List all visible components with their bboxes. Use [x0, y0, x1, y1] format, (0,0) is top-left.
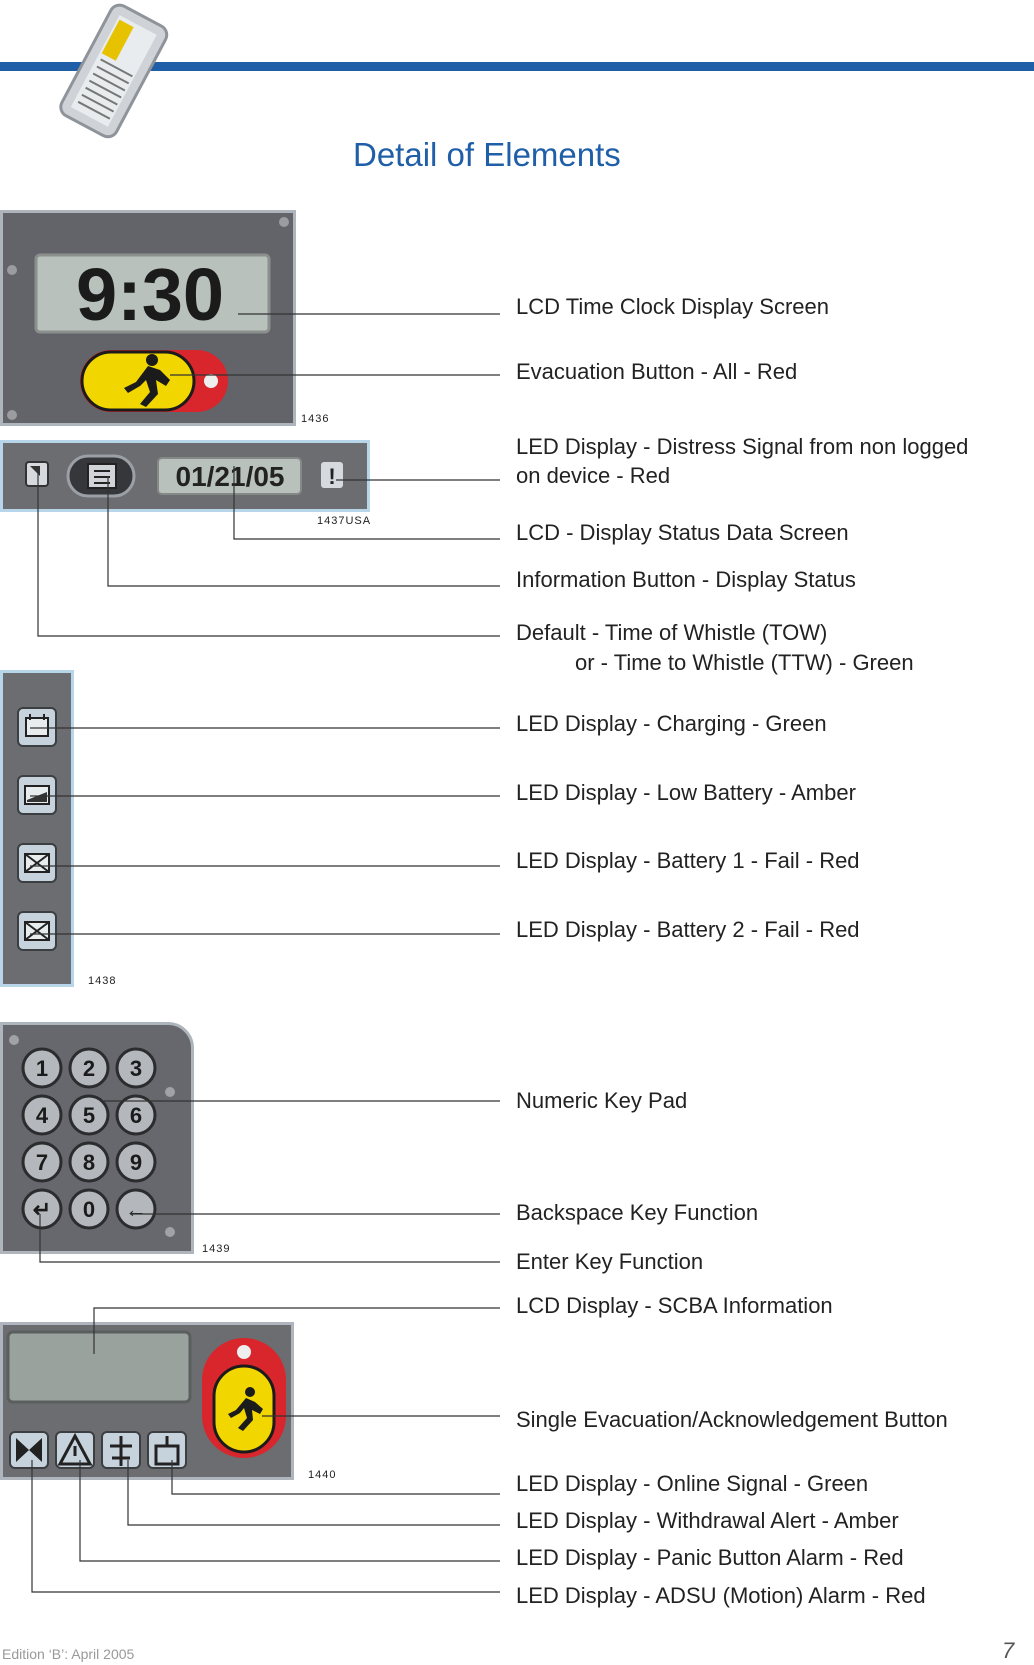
charging-led-icon	[17, 707, 57, 747]
label-information-button: Information Button - Display Status	[516, 567, 856, 592]
label-led-low-battery: LED Display - Low Battery - Amber	[516, 780, 856, 805]
keypad-key[interactable]: ←	[115, 1188, 157, 1230]
page-title: Detail of Elements	[353, 136, 621, 173]
battery1-fail-led-icon	[17, 843, 57, 883]
device-logo-icon	[59, 3, 169, 139]
label-numeric-key-pad: Numeric Key Pad	[516, 1088, 688, 1113]
keypad-key-label: 5	[83, 1103, 95, 1128]
label-lcd-status-data: LCD - Display Status Data Screen	[516, 520, 849, 545]
panic-led-icon	[55, 1431, 95, 1469]
clock-panel-art: 9:30	[7, 217, 289, 420]
keypad-key[interactable]: 5	[68, 1094, 110, 1136]
battery-panel-art	[17, 707, 57, 951]
keypad-key-label: 9	[130, 1150, 142, 1175]
label-led-online: LED Display - Online Signal - Green	[516, 1471, 869, 1496]
label-led-adsu: LED Display - ADSU (Motion) Alarm - Red	[516, 1583, 926, 1608]
label-lcd-scba: LCD Display - SCBA Information	[516, 1293, 833, 1318]
battery2-fail-led-icon	[17, 911, 57, 951]
keypad-key-label: ↵	[33, 1197, 51, 1222]
status-date: 01/21/05	[176, 461, 285, 492]
label-led-panic: LED Display - Panic Button Alarm - Red	[516, 1545, 904, 1570]
label-evacuation-button: Evacuation Button - All - Red	[516, 359, 798, 384]
keypad-key-label: 8	[83, 1150, 95, 1175]
keypad-art: 1 2 3 4 5 6 7 8 9 ↵ 0 ←	[9, 1035, 175, 1237]
keypad-key-label: 4	[36, 1103, 49, 1128]
keypad-key[interactable]: 8	[68, 1141, 110, 1183]
label-led-distress-1: LED Display - Distress Signal from non l…	[516, 434, 969, 459]
keypad-key[interactable]: 9	[115, 1141, 157, 1183]
adsu-led-icon	[9, 1431, 49, 1469]
figure-number-1438: 1438	[88, 975, 117, 987]
figure-number-1440: 1440	[308, 1469, 337, 1481]
figure-number-1437: 1437USA	[317, 515, 372, 527]
label-lcd-time-clock: LCD Time Clock Display Screen	[516, 294, 829, 319]
keypad-key[interactable]: 3	[115, 1047, 157, 1089]
keypad-key[interactable]: 4	[21, 1094, 63, 1136]
label-single-evac-button: Single Evacuation/Acknowledgement Button	[516, 1407, 948, 1432]
online-led-icon	[147, 1431, 187, 1469]
keypad-key-label: ←	[125, 1197, 147, 1222]
alert-icon: !	[328, 464, 335, 489]
label-led-charging: LED Display - Charging - Green	[516, 711, 827, 736]
keypad-key-label: 1	[36, 1056, 48, 1081]
keypad-key-label: 2	[83, 1056, 95, 1081]
low-battery-led-icon	[17, 775, 57, 815]
keypad-key-label: 3	[130, 1056, 142, 1081]
keypad-key[interactable]: 2	[68, 1047, 110, 1089]
label-led-battery2-fail: LED Display - Battery 2 - Fail - Red	[516, 917, 860, 942]
single-runner-icon	[228, 1387, 263, 1431]
keypad-key[interactable]: 1	[21, 1047, 63, 1089]
runner-icon	[124, 354, 170, 407]
label-led-withdrawal: LED Display - Withdrawal Alert - Amber	[516, 1508, 899, 1533]
label-default-tow: Default - Time of Whistle (TOW)	[516, 620, 828, 645]
keypad-key[interactable]: 0	[68, 1188, 110, 1230]
keypad-key[interactable]: 6	[115, 1094, 157, 1136]
withdrawal-led-icon	[101, 1431, 141, 1469]
page-number: 7	[1002, 1638, 1015, 1663]
status-panel-art: 01/21/05 !	[25, 454, 343, 498]
label-led-distress-2: on device - Red	[516, 463, 671, 488]
keypad-key-label: 7	[36, 1150, 48, 1175]
keypad-key-label: 6	[130, 1103, 142, 1128]
keypad-key[interactable]: ↵	[21, 1188, 63, 1230]
label-backspace-key: Backspace Key Function	[516, 1200, 759, 1225]
keypad-key-label: 0	[83, 1197, 95, 1222]
clock-time: 9:30	[76, 253, 224, 336]
figure-number-1436: 1436	[301, 413, 330, 425]
label-default-ttw: or - Time to Whistle (TTW) - Green	[575, 650, 914, 675]
keypad-key[interactable]: 7	[21, 1141, 63, 1183]
label-enter-key: Enter Key Function	[516, 1249, 704, 1274]
status-panel	[0, 440, 370, 512]
figure-number-1439: 1439	[202, 1243, 231, 1255]
scba-panel-art	[6, 1330, 286, 1469]
label-led-battery1-fail: LED Display - Battery 1 - Fail - Red	[516, 848, 860, 873]
footer-edition: Edition ‘B’: April 2005	[2, 1646, 135, 1662]
header-rule	[0, 62, 1034, 71]
